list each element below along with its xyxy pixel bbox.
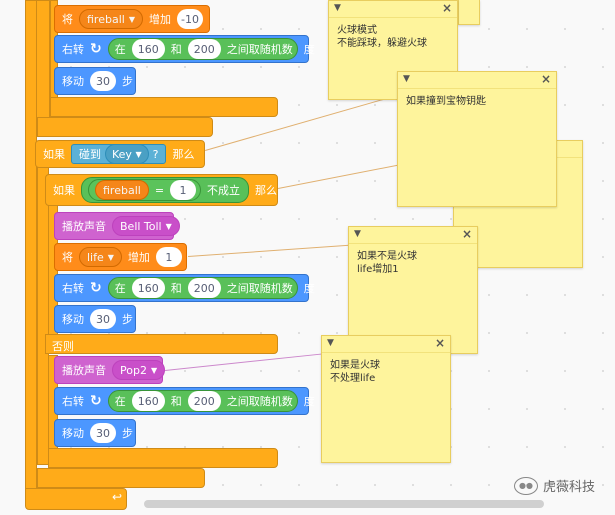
random-operator[interactable]: 在 160 和 200 之间取随机数 bbox=[107, 390, 298, 412]
collapse-icon[interactable]: ▼ bbox=[354, 229, 361, 239]
block-label: 将 bbox=[62, 13, 73, 26]
value-input[interactable]: 1 bbox=[155, 247, 182, 267]
if-touching-key-block[interactable]: 如果 碰到 Key ▼ ? 那么 bbox=[35, 140, 205, 168]
block-label: 增加 bbox=[127, 251, 150, 264]
close-icon[interactable]: × bbox=[461, 227, 472, 241]
turn-right-icon: ↻ bbox=[90, 393, 102, 409]
move-steps-block[interactable]: 移动 30 步 bbox=[54, 67, 136, 95]
block-label: 那么 bbox=[255, 184, 278, 197]
turn-right-icon: ↻ bbox=[90, 280, 102, 296]
block-label: 将 bbox=[62, 251, 73, 264]
block-label: 播放声音 bbox=[62, 364, 106, 377]
block-label: 右转 bbox=[62, 282, 84, 295]
note-connector bbox=[165, 353, 327, 371]
block-label: 右转 bbox=[62, 395, 84, 408]
outer-bottom[interactable] bbox=[25, 488, 127, 510]
note-connector bbox=[188, 244, 353, 257]
max-input[interactable]: 200 bbox=[187, 39, 221, 59]
block-label: 移动 bbox=[62, 75, 84, 88]
block-label: 右转 bbox=[62, 43, 84, 56]
collapse-icon[interactable]: ▼ bbox=[334, 3, 341, 13]
comment-note[interactable]: ▼ × 如果是火球 不处理life bbox=[321, 335, 451, 463]
block-label: 如果 bbox=[53, 184, 75, 197]
change-fireball-block[interactable]: 将 fireball▼ 增加 -10 bbox=[54, 5, 210, 33]
random-operator[interactable]: 在 160 和 200 之间取随机数 bbox=[107, 277, 298, 299]
else-bar[interactable] bbox=[45, 334, 278, 354]
turn-right-block[interactable]: 右转 ↻ 在 160 和 200 之间取随机数 度 bbox=[54, 35, 315, 63]
note-connector bbox=[278, 164, 401, 189]
steps-input[interactable]: 30 bbox=[90, 71, 116, 91]
close-icon[interactable]: × bbox=[434, 336, 445, 350]
not-operator[interactable]: fireball = 1 不成立 bbox=[81, 177, 250, 203]
watermark: ●● 虎薇科技 bbox=[513, 476, 595, 495]
min-input[interactable]: 160 bbox=[131, 278, 165, 298]
touch-target-dropdown[interactable]: Key ▼ bbox=[105, 144, 149, 164]
move-steps-block[interactable]: 移动 30 步 bbox=[54, 305, 136, 333]
comment-note[interactable]: ▼ × 如果不是火球 life增加1 bbox=[348, 226, 478, 354]
steps-input[interactable]: 30 bbox=[90, 309, 116, 329]
block-label: 度 bbox=[303, 395, 315, 408]
equals-operator[interactable]: fireball = 1 bbox=[88, 179, 202, 201]
block-label: 增加 bbox=[148, 13, 171, 26]
block-label: 如果 bbox=[43, 148, 65, 161]
nested-c-arm-top[interactable] bbox=[36, 0, 50, 122]
note-text[interactable]: 火球模式 不能踩球，躲避火球 bbox=[337, 25, 427, 49]
fireball-reporter[interactable]: fireball bbox=[95, 180, 149, 200]
variable-dropdown[interactable]: fireball▼ bbox=[79, 9, 143, 29]
if-key-bottom[interactable] bbox=[37, 468, 205, 488]
note-text[interactable]: 如果不是火球 life增加1 bbox=[357, 251, 417, 275]
block-label: 步 bbox=[122, 427, 133, 440]
comment-note-hidden[interactable] bbox=[458, 0, 480, 25]
block-label: 度 bbox=[303, 282, 315, 295]
sound-dropdown[interactable]: Bell Toll▼ bbox=[112, 216, 180, 236]
steps-input[interactable]: 30 bbox=[90, 423, 116, 443]
if-fireball-bottom[interactable] bbox=[48, 448, 278, 468]
max-input[interactable]: 200 bbox=[187, 278, 221, 298]
block-label: 度 bbox=[303, 43, 315, 56]
min-input[interactable]: 160 bbox=[131, 391, 165, 411]
touching-condition[interactable]: 碰到 Key ▼ ? bbox=[71, 144, 167, 164]
c-block-bottom[interactable] bbox=[37, 117, 213, 137]
move-steps-block[interactable]: 移动 30 步 bbox=[54, 419, 136, 447]
close-icon[interactable]: × bbox=[441, 1, 452, 15]
else-label: 否则 bbox=[52, 340, 74, 353]
sound-dropdown[interactable]: Pop2▼ bbox=[112, 360, 166, 380]
turn-right-block[interactable]: 右转 ↻ 在 160 和 200 之间取随机数 度 bbox=[54, 387, 315, 415]
collapse-icon[interactable]: ▼ bbox=[327, 338, 334, 348]
max-input[interactable]: 200 bbox=[187, 391, 221, 411]
min-input[interactable]: 160 bbox=[131, 39, 165, 59]
block-label: 移动 bbox=[62, 313, 84, 326]
comment-note[interactable]: ▼ × 如果撞到宝物钥匙 bbox=[397, 71, 557, 207]
turn-right-icon: ↻ bbox=[90, 41, 102, 57]
c-block-bottom[interactable] bbox=[50, 97, 278, 117]
watermark-text: 虎薇科技 bbox=[542, 480, 595, 495]
note-text[interactable]: 如果撞到宝物钥匙 bbox=[406, 96, 486, 107]
if-not-fireball-block[interactable]: 如果 fireball = 1 不成立 那么 bbox=[45, 174, 278, 206]
block-label: 步 bbox=[122, 313, 133, 326]
note-text[interactable]: 如果是火球 不处理life bbox=[330, 360, 380, 384]
wechat-icon: ●● bbox=[513, 476, 538, 495]
block-label: 那么 bbox=[172, 148, 195, 161]
turn-right-block[interactable]: 右转 ↻ 在 160 和 200 之间取随机数 度 bbox=[54, 274, 315, 302]
play-sound-block[interactable]: 播放声音 Pop2▼ bbox=[54, 356, 166, 384]
compare-value-input[interactable]: 1 bbox=[170, 180, 197, 200]
block-label: 移动 bbox=[62, 427, 84, 440]
play-sound-block[interactable]: 播放声音 Bell Toll▼ bbox=[54, 212, 180, 240]
loop-arrow-icon: ↩ bbox=[112, 490, 123, 504]
block-label: 步 bbox=[122, 75, 133, 88]
value-input[interactable]: -10 bbox=[176, 9, 203, 29]
change-life-block[interactable]: 将 life▼ 增加 1 bbox=[54, 243, 187, 271]
collapse-icon[interactable]: ▼ bbox=[403, 74, 410, 84]
random-operator[interactable]: 在 160 和 200 之间取随机数 bbox=[107, 38, 298, 60]
horizontal-scrollbar[interactable] bbox=[144, 500, 544, 508]
block-label: 播放声音 bbox=[62, 220, 106, 233]
variable-dropdown[interactable]: life▼ bbox=[79, 247, 122, 267]
close-icon[interactable]: × bbox=[540, 72, 551, 86]
